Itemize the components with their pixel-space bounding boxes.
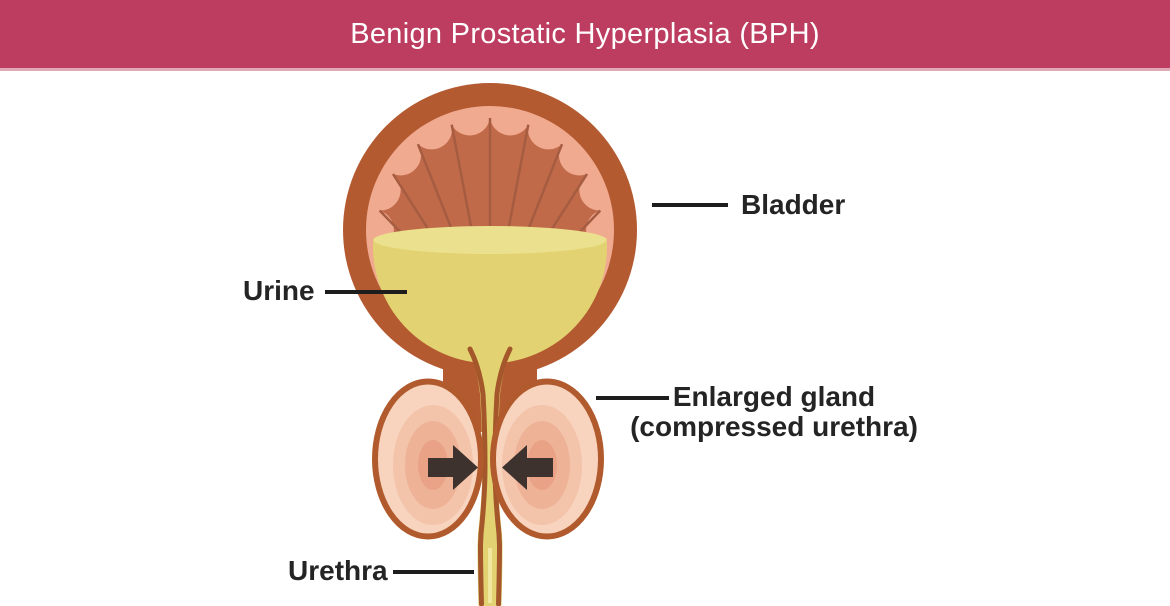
enlarged-gland-label-line1: Enlarged gland [672, 381, 876, 412]
urine-surface [373, 226, 607, 254]
enlarged-gland-label-line2: (compressed urethra) [630, 411, 918, 442]
urine-label: Urine [243, 275, 315, 306]
title-bar: Benign Prostatic Hyperplasia (BPH) [0, 0, 1170, 71]
bladder-label: Bladder [741, 189, 846, 220]
urine-pool [373, 238, 607, 364]
urethra-border-left [467, 346, 488, 606]
urethra-label: Urethra [288, 555, 388, 586]
compression-arrow-left [428, 445, 478, 490]
compression-arrow-right [502, 445, 553, 490]
enlarged-gland-label: Enlarged gland (compressed urethra) [630, 382, 918, 442]
page-title: Benign Prostatic Hyperplasia (BPH) [350, 17, 820, 50]
